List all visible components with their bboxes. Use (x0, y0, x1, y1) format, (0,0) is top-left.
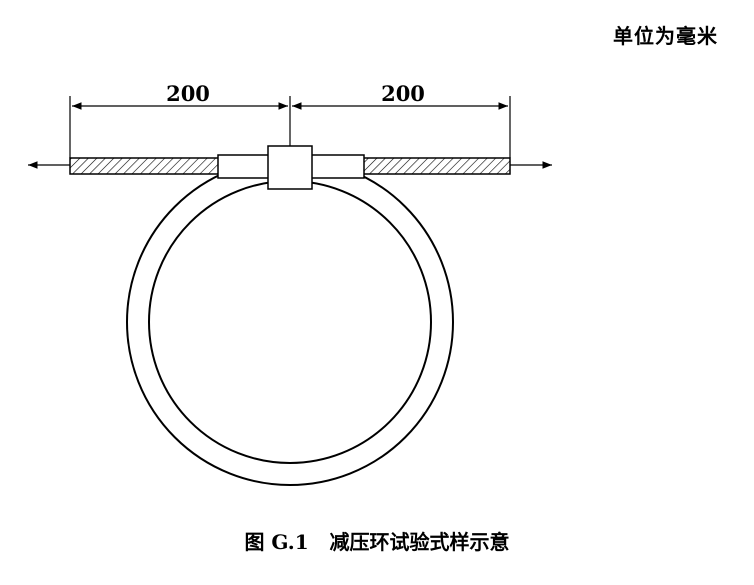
hatched-tab-right (361, 157, 511, 175)
center-block (267, 145, 313, 190)
ring-inner-circle (148, 180, 432, 464)
dimension-value-left: 200 (166, 81, 210, 106)
figure-caption: 图 G.1 减压环试验式样示意 (244, 530, 510, 554)
hatched-tab-left (69, 157, 221, 175)
dimension-value-right: 200 (381, 81, 425, 106)
unit-label: 单位为毫米 (613, 24, 718, 48)
